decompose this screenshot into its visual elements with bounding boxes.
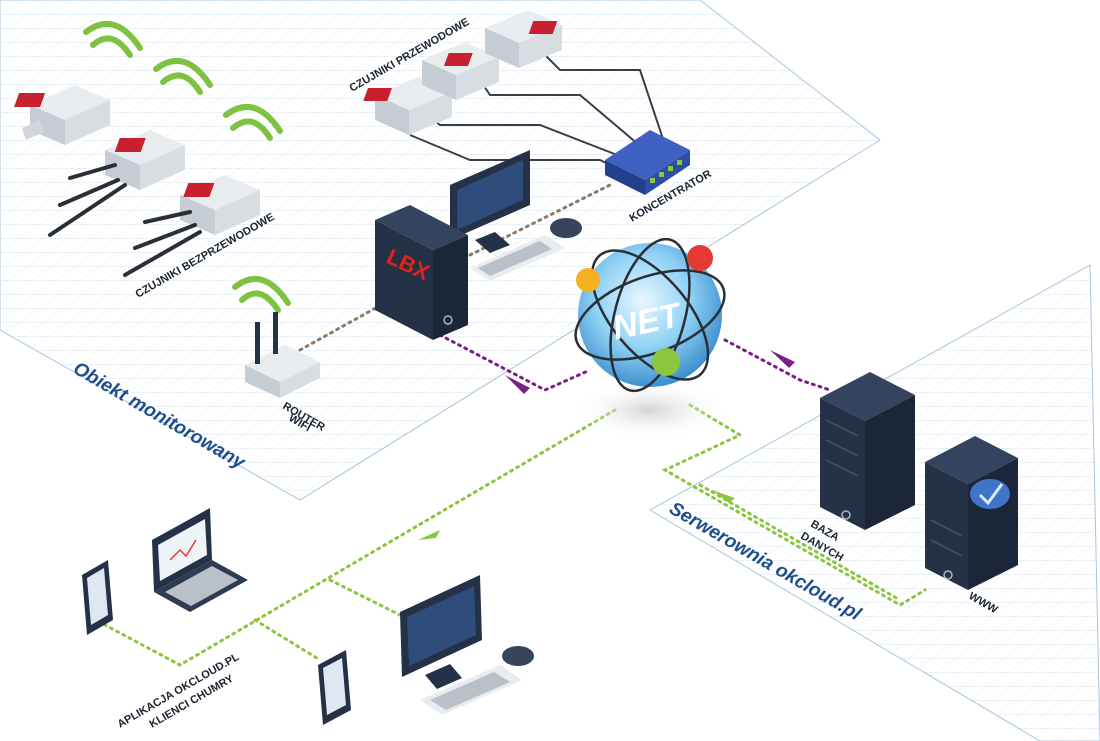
arrow-marks [505,350,795,394]
client-laptop [152,508,248,612]
client-links [103,403,927,667]
wireless-sensor-1 [14,85,110,145]
wireless-sensor-3 [123,175,260,277]
cloud-check-icon [970,479,1010,509]
client-tablet-bottom [318,650,351,725]
database-server [820,372,915,530]
green-arrow-marks [418,490,735,540]
client-tablet-left [82,560,113,635]
client-desktop [400,575,534,715]
wireless-sensor-2 [48,130,185,237]
wired-sensor-2 [422,42,499,100]
wifi-signal-icon [83,21,291,313]
wifi-router [245,312,320,398]
workstation-monitor [450,150,582,281]
internet-uplinks [438,333,832,392]
globe-icon: NET [570,237,730,440]
www-server [925,436,1018,590]
hub-device [605,130,690,195]
wired-sensor-3 [485,10,562,68]
wired-sensors [363,10,562,135]
lbx-controller: LBX [375,205,468,340]
